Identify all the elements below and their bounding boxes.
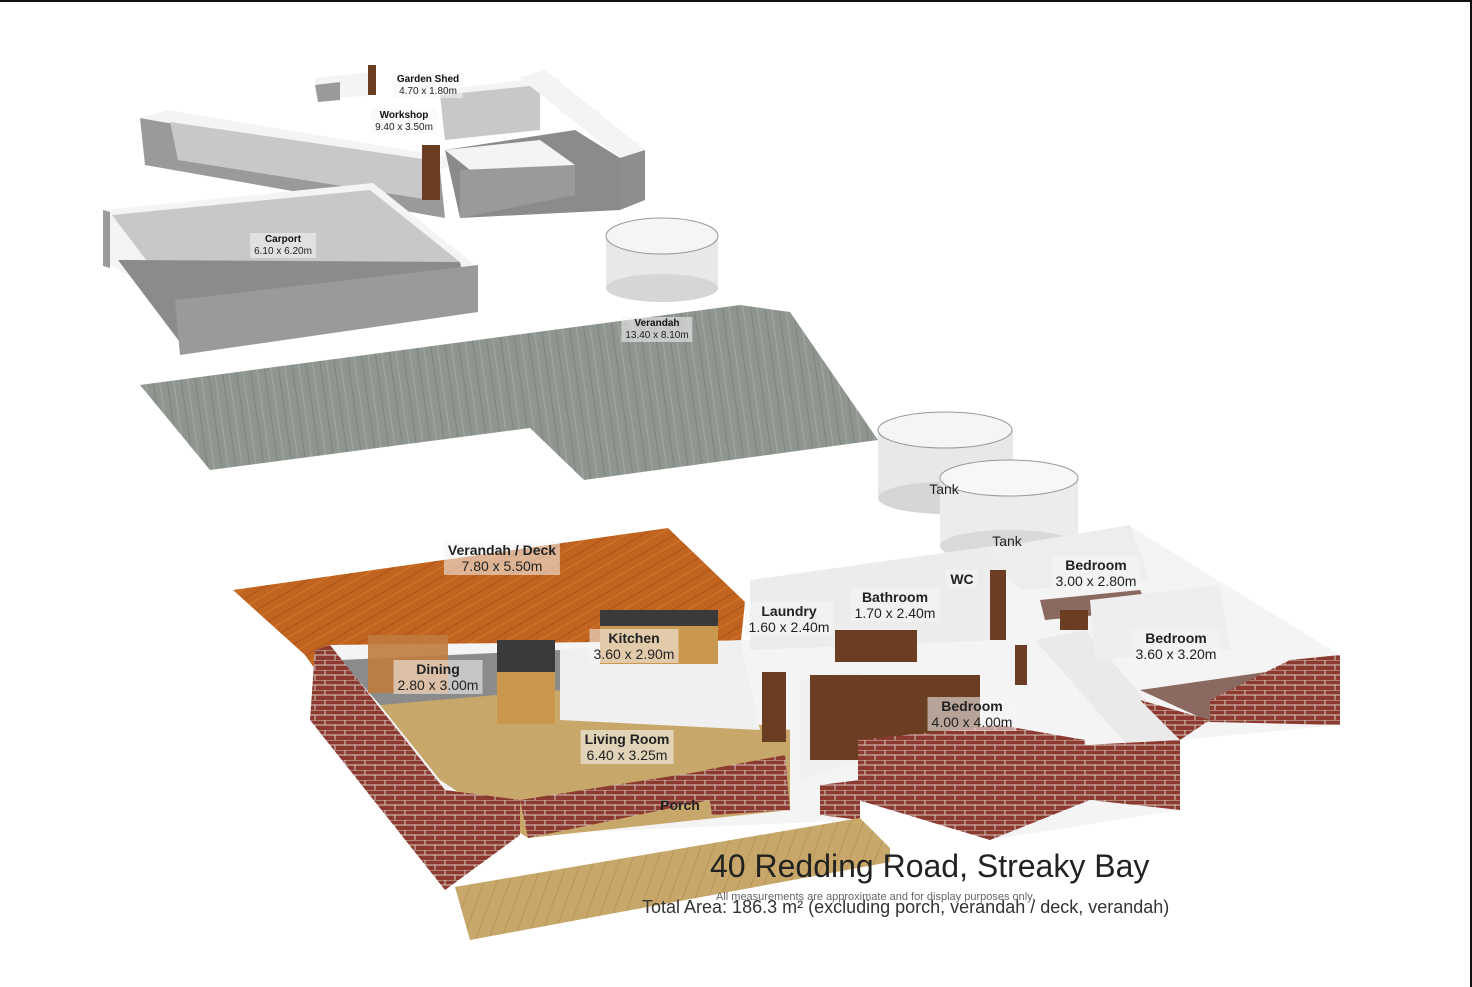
room-name: Kitchen: [608, 630, 660, 646]
room-dims: 1.70 x 2.40m: [854, 605, 936, 622]
label-living-room: Living Room 6.40 x 3.25m: [580, 730, 674, 765]
label-bedroom-2: Bedroom 3.60 x 3.20m: [1131, 629, 1221, 664]
room-name: Verandah: [634, 318, 680, 329]
room-dims: 3.60 x 2.90m: [593, 646, 675, 663]
room-name: Dining: [416, 661, 460, 677]
label-verandah-deck: Verandah / Deck 7.80 x 5.50m: [443, 541, 561, 576]
room-dims: 4.70 x 1.80m: [399, 85, 457, 97]
label-workshop: Workshop 9.40 x 3.50m: [371, 109, 437, 134]
room-dims: 6.40 x 3.25m: [586, 747, 668, 764]
room-name: Porch: [660, 797, 700, 813]
label-carport: Carport 6.10 x 6.20m: [250, 233, 316, 258]
room-name: Verandah / Deck: [447, 542, 557, 558]
workshop-block: [140, 65, 645, 218]
label-tank-1: Tank: [925, 480, 963, 498]
room-name: Laundry: [761, 603, 817, 619]
label-verandah: Verandah 13.40 x 8.10m: [621, 317, 693, 342]
room-dims: 7.80 x 5.50m: [461, 558, 543, 575]
room-dims: 2.80 x 3.00m: [397, 677, 479, 694]
label-kitchen: Kitchen 3.60 x 2.90m: [589, 629, 679, 664]
room-name: Bedroom: [941, 698, 1003, 714]
room-name: Bedroom: [1065, 557, 1127, 573]
room-name: Bathroom: [861, 589, 929, 605]
label-tank-2: Tank: [988, 532, 1026, 550]
room-dims: 9.40 x 3.50m: [375, 121, 433, 133]
room-name: Living Room: [584, 731, 670, 747]
label-bedroom-3: Bedroom 4.00 x 4.00m: [927, 697, 1017, 732]
room-dims: 3.00 x 2.80m: [1055, 573, 1137, 590]
label-bathroom: Bathroom 1.70 x 2.40m: [850, 588, 940, 623]
label-garden-shed: Garden Shed 4.70 x 1.80m: [392, 73, 464, 98]
label-laundry: Laundry 1.60 x 2.40m: [744, 602, 834, 637]
porch-floor: [455, 818, 890, 940]
room-name: Carport: [264, 234, 302, 245]
room-name: Tank: [992, 533, 1022, 549]
label-bedroom-1: Bedroom 3.00 x 2.80m: [1051, 556, 1141, 591]
property-title: 40 Redding Road, Streaky Bay: [710, 848, 1150, 884]
tank-top: [605, 217, 719, 302]
label-wc: WC: [946, 570, 978, 589]
room-dims: 4.00 x 4.00m: [931, 714, 1013, 731]
total-area-text: Total Area: 186.3 m² (excluding porch, v…: [642, 897, 1170, 917]
room-dims: 3.60 x 3.20m: [1135, 646, 1217, 663]
label-dining: Dining 2.80 x 3.00m: [393, 660, 483, 695]
room-name: Workshop: [379, 110, 429, 121]
room-dims: 1.60 x 2.40m: [748, 619, 830, 636]
room-name: Bedroom: [1145, 630, 1207, 646]
verandah-deck-grey: [140, 305, 878, 480]
room-dims: 13.40 x 8.10m: [625, 329, 689, 341]
room-name: Tank: [929, 481, 959, 497]
disclaimer-text: All measurements are approximate and for…: [716, 891, 1035, 903]
room-dims: 6.10 x 6.20m: [254, 245, 312, 257]
label-porch: Porch: [656, 796, 704, 814]
room-name: Garden Shed: [396, 74, 460, 85]
room-name: WC: [950, 571, 974, 587]
